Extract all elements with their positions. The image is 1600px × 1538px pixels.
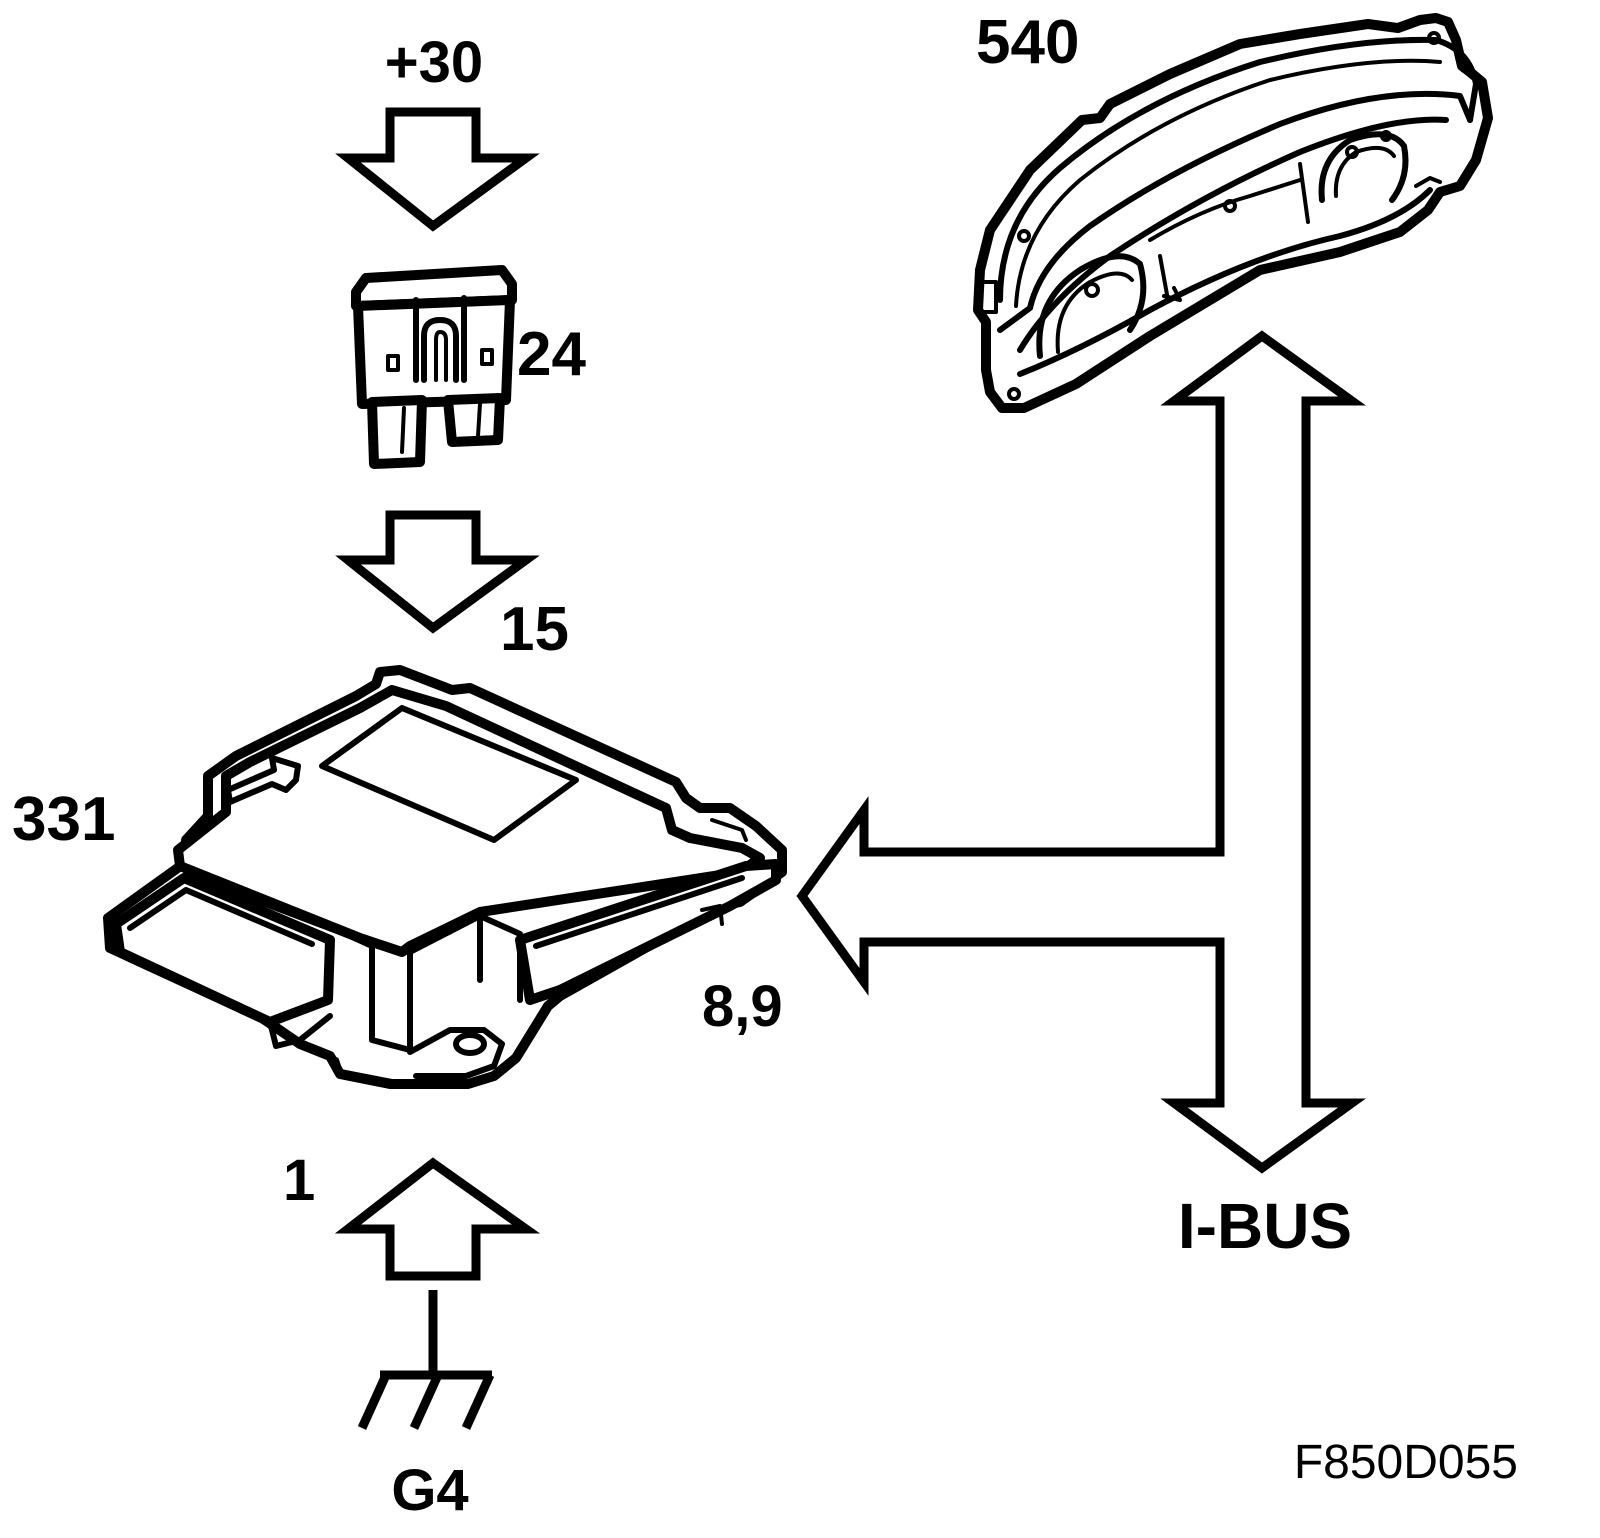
ground-icon	[357, 1290, 495, 1430]
ground-arrow	[334, 1157, 541, 1281]
fuse-number-label: 24	[517, 320, 586, 389]
bus-label: I-BUS	[1178, 1190, 1352, 1262]
instrument-cluster-540	[973, 13, 1493, 413]
ground-point-label: G4	[391, 1458, 468, 1523]
pin-15-label: 15	[500, 595, 569, 664]
instrument-cluster-label: 540	[976, 8, 1079, 77]
ibus-arrow	[796, 330, 1366, 1174]
ground-pin-label: 1	[283, 1148, 315, 1213]
control-unit-label: 331	[12, 785, 115, 854]
bus-pins-label: 8,9	[702, 974, 783, 1039]
fuse-output-arrow	[335, 510, 540, 634]
control-unit-331	[103, 665, 787, 1089]
supply-label: +30	[385, 30, 483, 95]
fuse-icon	[351, 265, 517, 469]
supply-arrow	[335, 107, 540, 232]
figure-id-label: F850D055	[1294, 1436, 1518, 1489]
